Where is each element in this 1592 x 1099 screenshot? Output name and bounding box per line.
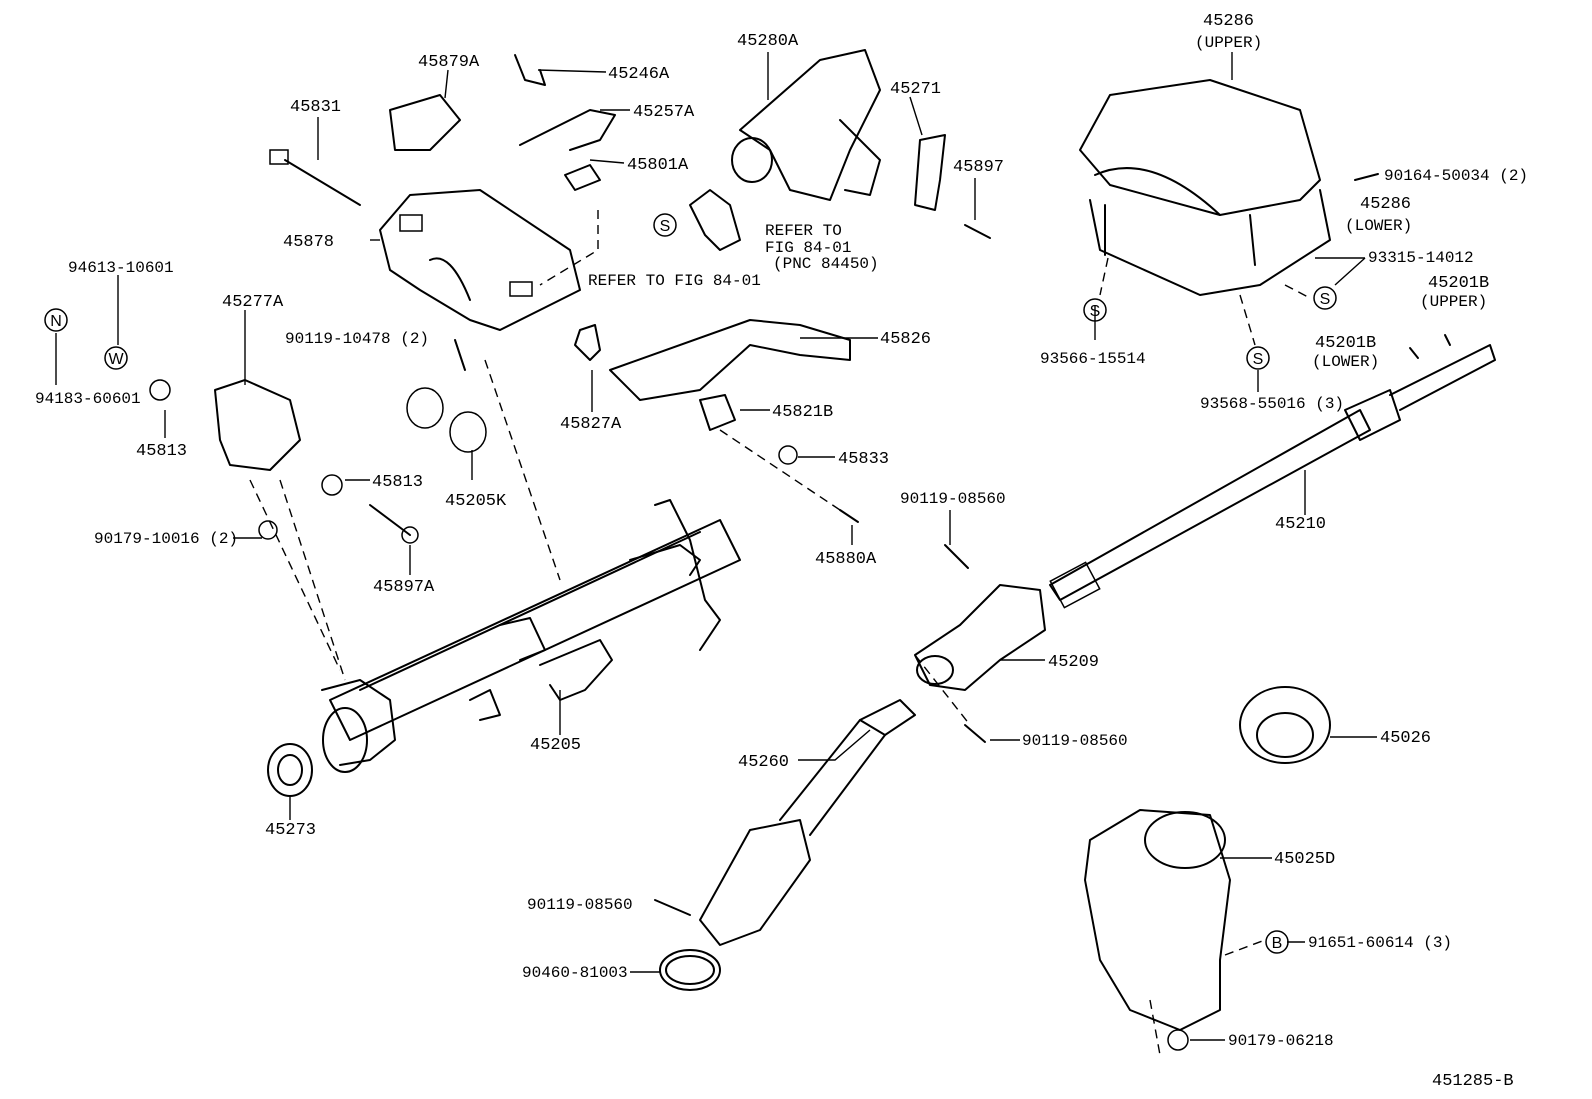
bolts-nuts <box>149 149 1379 1051</box>
clamp-90460 <box>659 949 721 991</box>
label-94613-10601: 94613-10601 <box>68 259 174 277</box>
brackets-small <box>214 54 1451 471</box>
label-45209: 45209 <box>1048 653 1099 672</box>
label-90179-06218: 90179-06218 <box>1228 1032 1334 1050</box>
label-45880a: 45880A <box>815 550 877 569</box>
label-90164-50034: 90164-50034 (2) <box>1384 167 1528 185</box>
label-90179-10016: 90179-10016 (2) <box>94 530 238 548</box>
svg-text:S: S <box>1090 303 1101 320</box>
label-45878: 45878 <box>283 233 334 252</box>
label-45821b: 45821B <box>772 403 833 422</box>
svg-text:B: B <box>1272 935 1283 952</box>
refer-note-fig: REFER TO FIG 84-01 <box>588 272 761 290</box>
bushing-45273 <box>267 743 313 797</box>
label-90460-81003: 90460-81003 <box>522 964 628 982</box>
label-91651-60614: 91651-60614 (3) <box>1308 934 1452 952</box>
label-93566-15514: 93566-15514 <box>1040 350 1146 368</box>
symbol-s-icon-1: S <box>653 213 677 237</box>
label-45833: 45833 <box>838 450 889 469</box>
label-45277a: 45277A <box>222 293 284 312</box>
label-90119-10478: 90119-10478 (2) <box>285 330 429 348</box>
label-45286-lower: 45286 <box>1360 195 1411 214</box>
label-90119-08560-c: 90119-08560 <box>527 896 633 914</box>
label-45201b-lower: 45201B <box>1315 334 1376 353</box>
refer-note-line2: FIG 84-01 <box>765 239 851 257</box>
label-90119-08560-b: 90119-08560 <box>1022 732 1128 750</box>
label-45246a: 45246A <box>608 65 670 84</box>
label-45201b-upper: 45201B <box>1428 274 1489 293</box>
symbol-b-icon: B <box>1265 930 1289 954</box>
label-45897: 45897 <box>953 158 1004 177</box>
symbol-w-icon: W <box>104 346 128 370</box>
label-45025d: 45025D <box>1274 850 1335 869</box>
dust-boot <box>1239 686 1331 764</box>
dashed-guides <box>249 210 1311 1056</box>
svg-text:N: N <box>50 313 62 330</box>
steering-column-tube <box>321 499 741 773</box>
upper-cover-shape <box>1079 79 1321 216</box>
label-45273: 45273 <box>265 821 316 840</box>
label-45897a: 45897A <box>373 578 435 597</box>
label-93568-55016: 93568-55016 (3) <box>1200 395 1344 413</box>
hole-cover <box>1084 809 1231 1031</box>
leader-lines <box>55 52 1377 1041</box>
springs <box>406 387 487 453</box>
lower-cover-shape <box>1089 189 1331 296</box>
label-45827a: 45827A <box>560 415 622 434</box>
symbol-s-icon-2: S <box>1083 298 1107 322</box>
part-labels: 45286 (UPPER) 45280A 45879A 45246A 45257… <box>35 12 1528 1091</box>
label-45260: 45260 <box>738 753 789 772</box>
symbol-n-icon: N <box>44 308 68 332</box>
label-45831: 45831 <box>290 98 341 117</box>
label-90119-08560-a: 90119-08560 <box>900 490 1006 508</box>
label-45879a: 45879A <box>418 53 480 72</box>
label-45826: 45826 <box>880 330 931 349</box>
label-45286-upper-note: (UPPER) <box>1195 34 1262 52</box>
label-93315-14012: 93315-14012 <box>1368 249 1474 267</box>
refer-note-line3: (PNC 84450) <box>773 255 879 273</box>
svg-text:S: S <box>1320 291 1331 308</box>
symbol-s-icon-3: S <box>1313 286 1337 310</box>
universal-joint-upper <box>914 584 1046 691</box>
label-45026: 45026 <box>1380 729 1431 748</box>
label-45271: 45271 <box>890 80 941 99</box>
label-45813-b: 45813 <box>372 473 423 492</box>
label-45286-lower-note: (LOWER) <box>1345 217 1412 235</box>
svg-text:W: W <box>108 351 124 368</box>
svg-text:S: S <box>1253 351 1264 368</box>
label-45286-upper: 45286 <box>1203 12 1254 31</box>
main-shaft <box>1049 344 1496 609</box>
label-45280a: 45280A <box>737 32 799 51</box>
label-45201b-upper-note: (UPPER) <box>1420 293 1487 311</box>
label-45205k: 45205K <box>445 492 507 511</box>
svg-text:S: S <box>660 218 671 235</box>
label-45205: 45205 <box>530 736 581 755</box>
refer-note-line1: REFER TO <box>765 222 842 240</box>
label-45201b-lower-note: (LOWER) <box>1312 353 1379 371</box>
diagram-id: 451285-B <box>1432 1072 1514 1091</box>
symbol-s-icon-4: S <box>1246 346 1270 370</box>
lock-housing <box>731 49 881 201</box>
label-45257a: 45257A <box>633 103 695 122</box>
tilt-bracket <box>379 189 581 331</box>
label-45801a: 45801A <box>627 156 689 175</box>
label-94183-60601: 94183-60601 <box>35 390 141 408</box>
label-45210: 45210 <box>1275 515 1326 534</box>
intermediate-shaft <box>699 699 916 946</box>
label-45813-a: 45813 <box>136 442 187 461</box>
